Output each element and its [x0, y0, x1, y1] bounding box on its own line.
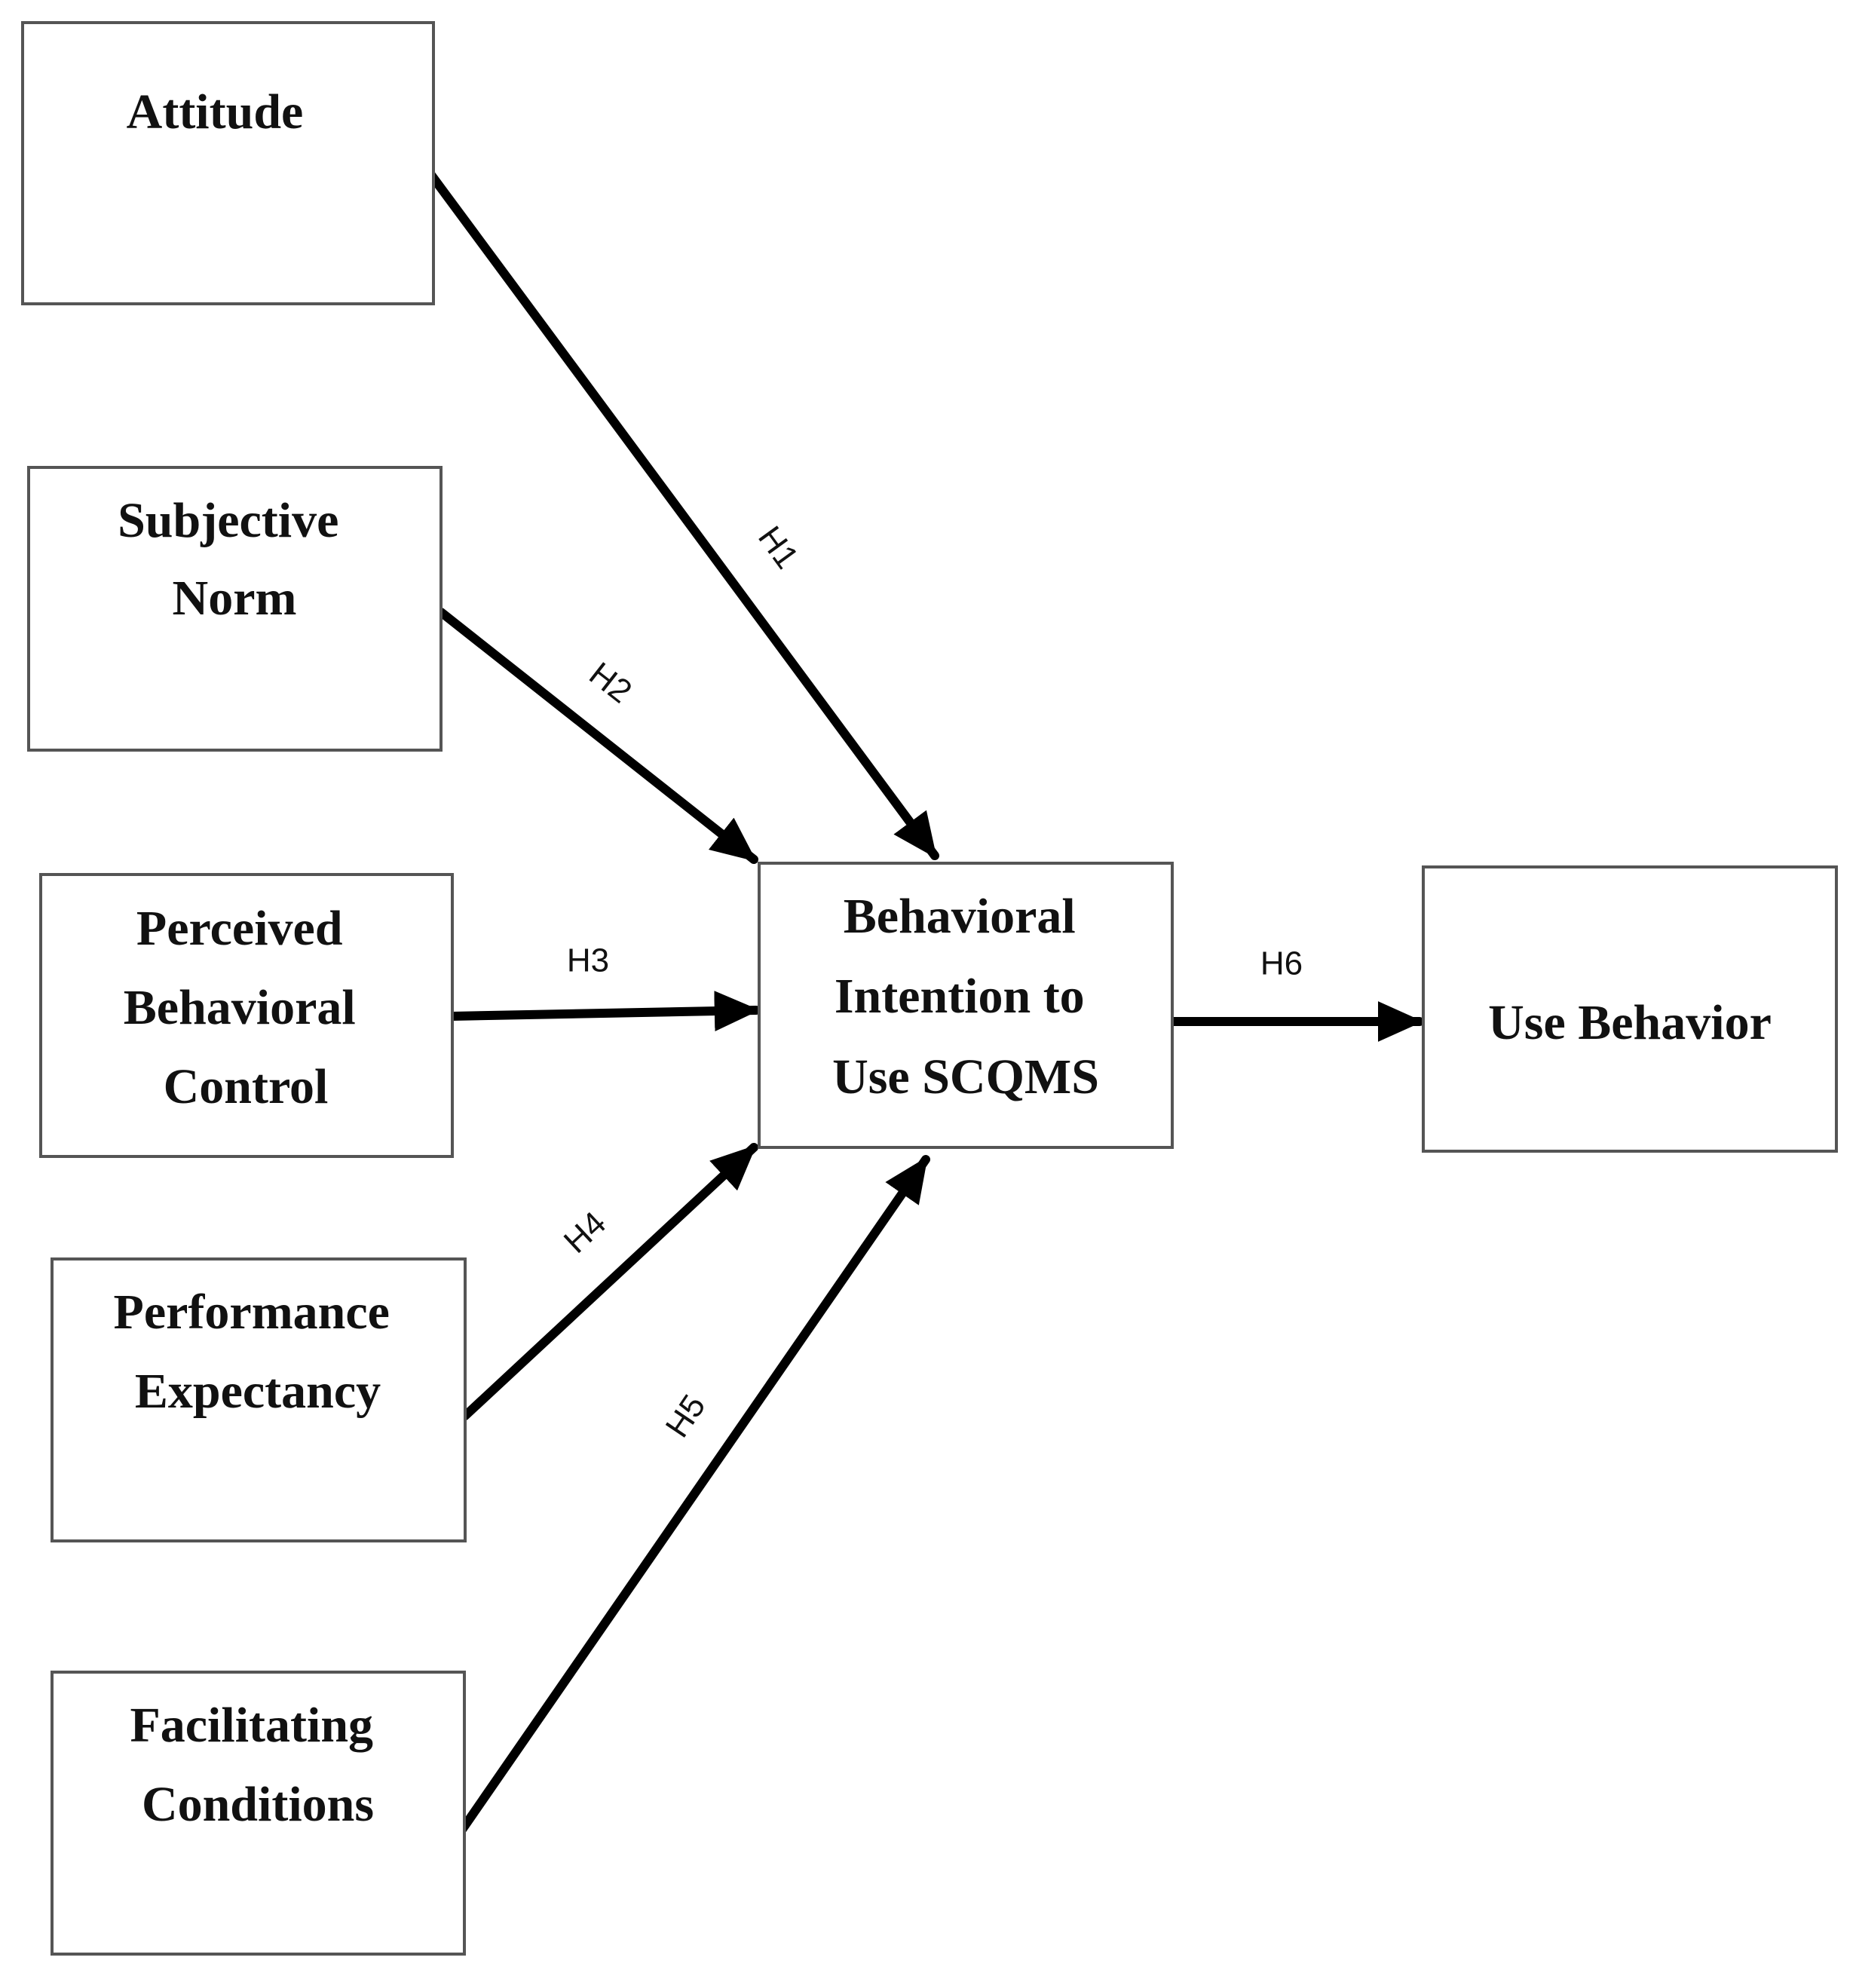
edge-label-h3: H3	[567, 942, 609, 979]
svg-text:Attitude: Attitude	[127, 84, 304, 139]
node-performance-expectancy: Performance Expectancy	[51, 1257, 467, 1542]
node-use-behavior: Use Behavior	[1422, 865, 1838, 1153]
edge-h6: H6	[1168, 945, 1424, 1042]
svg-text:Use Behavior: Use Behavior	[1488, 995, 1772, 1050]
edge-label-h1: H1	[751, 519, 806, 575]
edge-h1: H1	[427, 170, 939, 860]
node-fc-line-1: Facilitating	[130, 1698, 373, 1753]
node-subjective-norm-line-1: Subjective	[118, 493, 338, 548]
edge-h3: H3	[448, 942, 761, 1032]
node-facilitating-conditions: Facilitating Conditions	[51, 1671, 466, 1956]
node-perceived-behavioral-control: Perceived Behavioral Control	[39, 873, 454, 1158]
edge-label-h6: H6	[1260, 945, 1303, 982]
node-pbc-line-2: Behavioral	[124, 980, 356, 1035]
edge-label-h5: H5	[659, 1388, 713, 1444]
node-pe-line-1: Performance	[114, 1285, 390, 1340]
node-fc-line-2: Conditions	[142, 1777, 374, 1832]
edge-h4: H4	[461, 1143, 758, 1420]
svg-text:Facilitating Conditions: Facilitating Conditions	[130, 1698, 385, 1832]
node-pbc-line-3: Control	[164, 1059, 329, 1114]
svg-text:Subjective Norm: Subjective Norm	[118, 493, 351, 626]
svg-text:Behavioral Intention to: Behavioral Intention to Use SCQMS	[832, 889, 1099, 1104]
node-attitude: Attitude	[21, 21, 435, 305]
node-pbc-line-1: Perceived	[136, 901, 343, 956]
node-behavioral-intention: Behavioral Intention to Use SCQMS	[758, 862, 1174, 1149]
node-bi-line-1: Behavioral	[844, 889, 1076, 944]
node-bi-line-3: Use SCQMS	[832, 1049, 1099, 1104]
edge-label-h2: H2	[583, 655, 639, 710]
node-ub-line-1: Use Behavior	[1488, 995, 1772, 1050]
edge-h5: H5	[458, 1155, 930, 1834]
node-subjective-norm: Subjective Norm	[27, 466, 443, 752]
svg-text:Performance Expectancy: Performance Expectancy	[114, 1285, 403, 1419]
svg-text:Perceived Behavioral: Perceived Behavioral Control	[124, 901, 369, 1114]
edge-h2: H2	[436, 608, 758, 864]
node-subjective-norm-line-2: Norm	[173, 571, 297, 626]
node-pe-line-2: Expectancy	[135, 1364, 381, 1419]
node-attitude-line-1: Attitude	[127, 84, 304, 139]
node-bi-line-2: Intention to	[835, 969, 1085, 1024]
edge-label-h4: H4	[557, 1205, 614, 1260]
